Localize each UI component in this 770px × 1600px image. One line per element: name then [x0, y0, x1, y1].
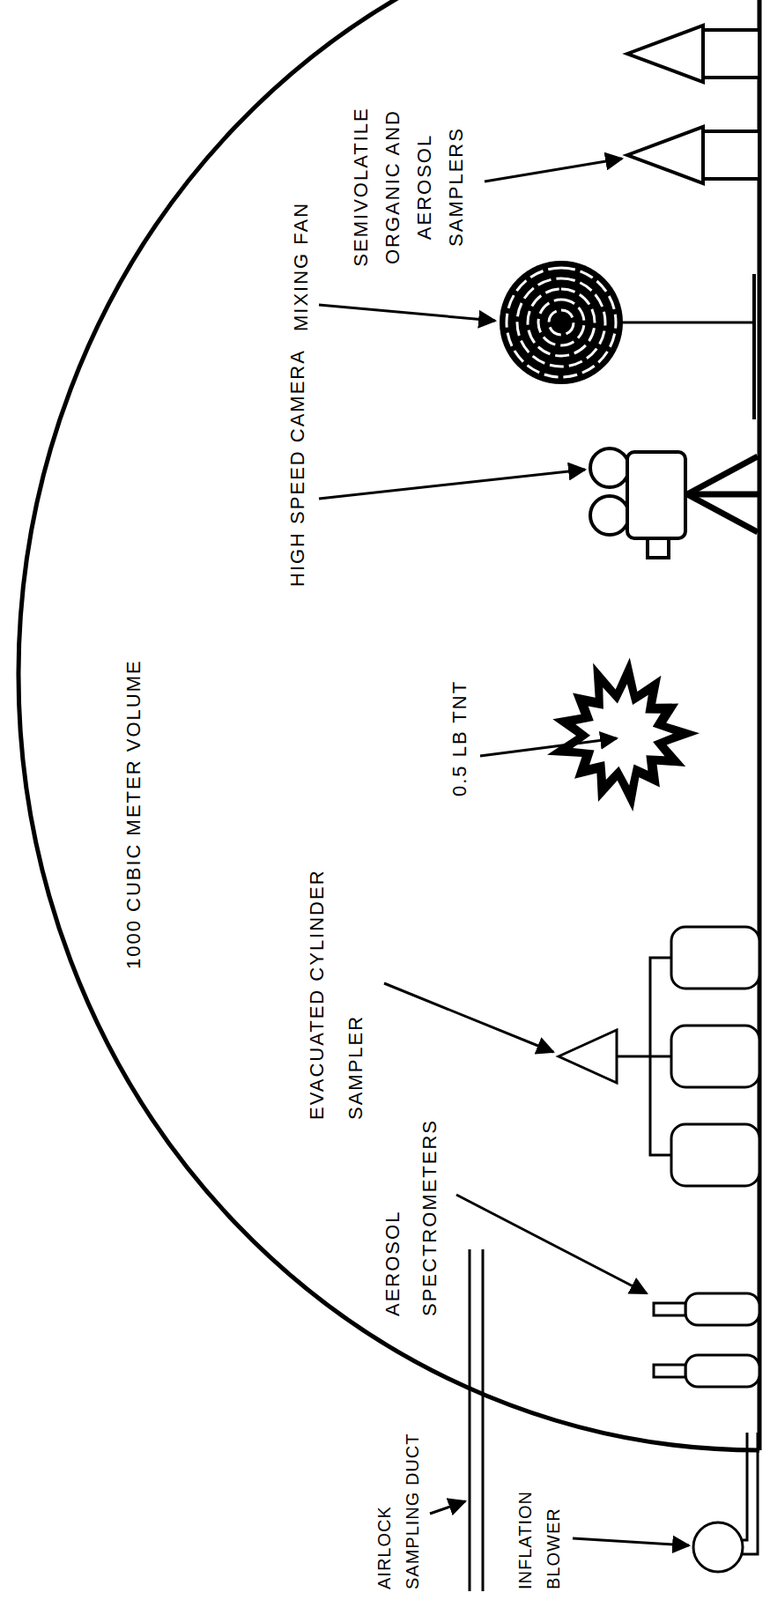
tnt-burst — [547, 657, 700, 812]
label-line: SAMPLING DUCT — [398, 1433, 427, 1590]
label-line: AEROSOL — [408, 84, 441, 289]
callout-label: MIXING FAN — [288, 201, 314, 332]
callout-label: AIRLOCK SAMPLING DUCT — [370, 1433, 427, 1590]
callout-label: 0.5 LB TNT — [447, 680, 473, 797]
dome-outline — [18, 0, 760, 1451]
callout-label: EVACUATED CYLINDER SAMPLER — [297, 868, 376, 1120]
label-line: INFLATION — [510, 1490, 540, 1590]
mixing-fan — [499, 260, 755, 420]
aerosol-spectrometers — [653, 1293, 760, 1387]
label-line: BLOWER — [539, 1490, 568, 1590]
label-line: SAMPLERS — [440, 84, 473, 289]
label-line: AIRLOCK — [370, 1433, 399, 1590]
airlock-duct — [469, 1249, 483, 1592]
cylinder-sampler — [558, 926, 760, 1186]
callout-label: HIGH SPEED CAMERA — [285, 348, 311, 587]
label-line: EVACUATED CYLINDER — [297, 868, 337, 1120]
callout-label: INFLATION BLOWER — [510, 1490, 568, 1590]
inflation-blower — [693, 1432, 758, 1572]
ground-line — [757, 0, 763, 1451]
label-line: AEROSOL — [374, 1118, 412, 1317]
callout-label: AEROSOL SPECTROMETERS — [374, 1118, 449, 1317]
callout-label: SEMIVOLATILE ORGANIC AND AEROSOL SAMPLER… — [345, 84, 473, 289]
high-speed-camera — [590, 448, 758, 558]
leader-arrows — [318, 158, 689, 1546]
burst-outer — [547, 657, 700, 812]
burst-inner — [572, 683, 674, 785]
label-line: ORGANIC AND — [377, 84, 409, 289]
callout-label: 1000 CUBIC METER VOLUME — [121, 658, 147, 970]
samplers — [627, 25, 760, 184]
label-line: SEMIVOLATILE — [345, 84, 378, 289]
label-line: SPECTROMETERS — [411, 1118, 449, 1317]
label-line: SAMPLER — [336, 868, 376, 1120]
